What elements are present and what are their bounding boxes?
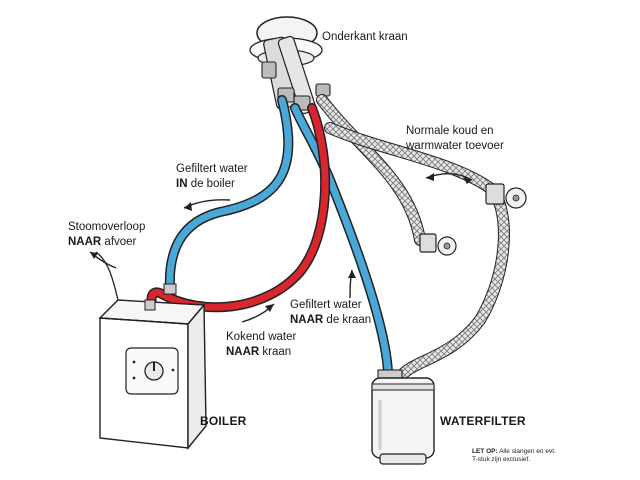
label-stoomoverloop-rest: afvoer (101, 236, 137, 248)
note-line1: LET OP: Alle slangen en evt. (472, 448, 556, 456)
label-boiler: BOILER (200, 414, 247, 428)
label-gefiltert-in-bold: IN (176, 178, 188, 190)
label-waterfilter: WATERFILTER (440, 414, 526, 428)
angle-valve-left (419, 233, 457, 256)
label-kokend-rest: kraan (259, 346, 292, 358)
note-rest: Alle slangen en evt. (497, 448, 556, 455)
label-gefiltert-naar-bold: NAAR (290, 314, 324, 326)
label-kokend-line2: NAAR kraan (226, 345, 296, 360)
label-gefiltert-naar-line2: NAAR de kraan (290, 313, 371, 328)
note-bold: LET OP: (472, 448, 498, 455)
label-normale-toevoer-line1: Normale koud en (406, 125, 494, 137)
note-line2: T-stuk zijn exclusief. (472, 456, 531, 463)
label-normale-toevoer: Normale koud en warmwater toevoer (406, 124, 504, 154)
label-stoomoverloop-line2: NAAR afvoer (68, 235, 145, 250)
label-kokend-bold: NAAR (226, 346, 260, 358)
filtered-hose-to-boiler (164, 95, 294, 295)
supply-hoses (316, 94, 510, 384)
label-kokend-line1: Kokend water (226, 331, 297, 343)
arrow-boiling-to-faucet (241, 303, 275, 323)
label-gefiltert-naar-rest: de kraan (323, 314, 372, 326)
arrow-supply-double (425, 173, 473, 184)
label-gefiltert-naar-kraan: Gefiltert water NAAR de kraan (290, 298, 371, 328)
note-let-op: LET OP: Alle slangen en evt. T-stuk zijn… (472, 448, 556, 464)
label-gefiltert-in-line2: IN de boiler (176, 177, 248, 192)
label-gefiltert-in-line1: Gefiltert water (176, 163, 248, 175)
label-gefiltert-naar-line1: Gefiltert water (290, 299, 362, 311)
label-gefiltert-in-rest: de boiler (187, 178, 235, 190)
label-stoomoverloop-bold: NAAR (68, 236, 102, 248)
arrow-steam-overflow (89, 251, 117, 269)
label-stoomoverloop: Stoomoverloop NAAR afvoer (68, 220, 145, 250)
label-normale-toevoer-line2: warmwater toevoer (406, 140, 504, 152)
label-kokend-water: Kokend water NAAR kraan (226, 330, 296, 360)
arrow-into-boiler (183, 199, 231, 211)
label-stoomoverloop-line1: Stoomoverloop (68, 221, 146, 233)
boiling-hose (146, 103, 331, 313)
label-onderkant-kraan-text: Onderkant kraan (322, 31, 408, 43)
arrow-filtered-to-faucet (348, 269, 356, 299)
water-filter (371, 369, 435, 465)
angle-valve-right (485, 183, 527, 209)
boiler (95, 251, 207, 450)
label-gefiltert-in-boiler: Gefiltert water IN de boiler (176, 162, 248, 192)
label-onderkant-kraan: Onderkant kraan (322, 30, 408, 45)
filtered-hose-to-faucet (290, 103, 393, 377)
